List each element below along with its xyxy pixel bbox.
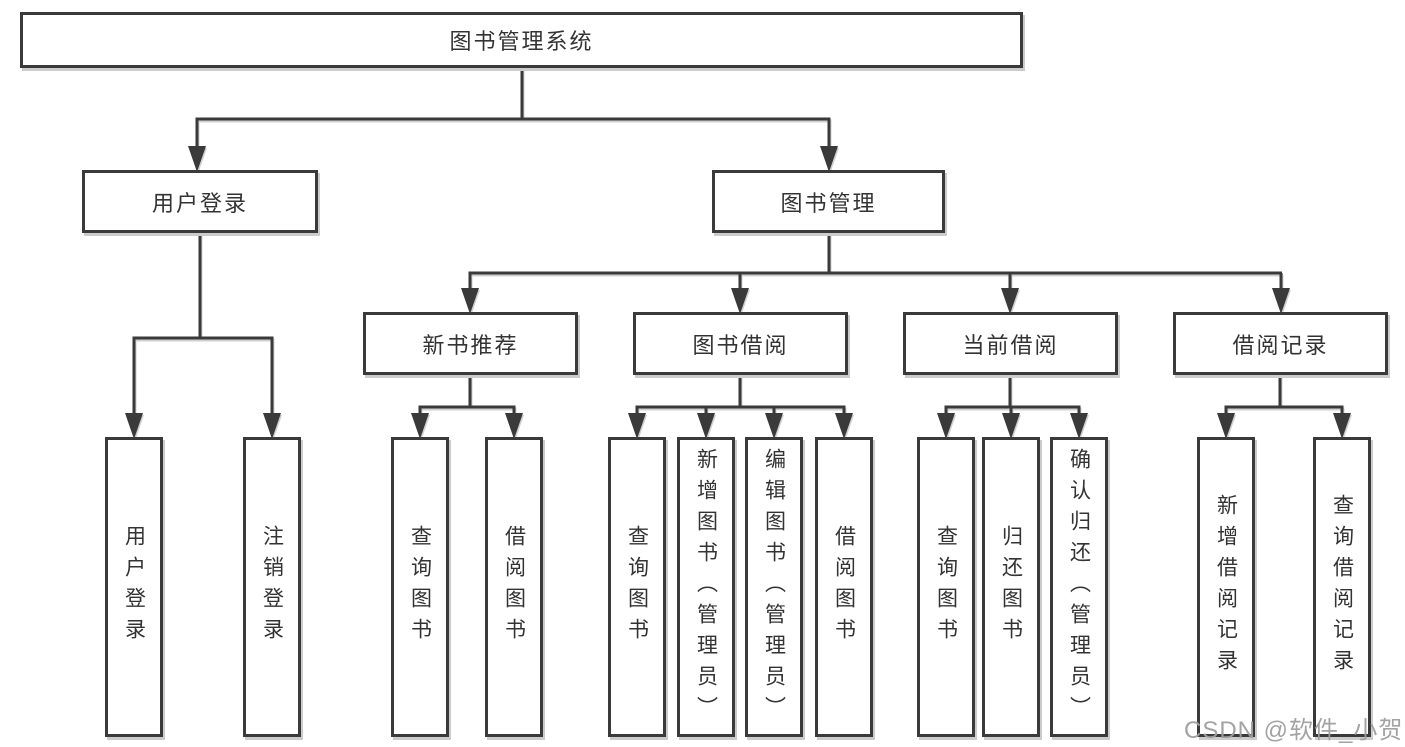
node-library-management-system: 图书管理系统: [20, 12, 1023, 68]
leaf-confirm-return-admin: 确认归还（管理员）: [1050, 437, 1108, 737]
node-user-login: 用户登录: [82, 170, 318, 233]
node-book-borrowing: 图书借阅: [633, 312, 848, 375]
leaf-borrow-books-recommend: 借阅图书: [485, 437, 543, 737]
leaf-add-book-admin-label: 新增图书（管理员）: [694, 447, 718, 727]
leaf-query-books-current: 查询图书: [917, 437, 975, 737]
leaf-add-borrow-record-label: 新增借阅记录: [1214, 494, 1238, 680]
leaf-query-borrow-record-label: 查询借阅记录: [1330, 494, 1354, 680]
leaf-logout-label: 注销登录: [260, 525, 284, 649]
node-new-book-recommendation: 新书推荐: [363, 312, 578, 375]
csdn-watermark: CSDN @软件_小贺同学: [1184, 717, 1405, 744]
leaf-user-login-label: 用户登录: [122, 525, 146, 649]
leaf-query-books-recommend-label: 查询图书: [408, 525, 432, 649]
node-book-management: 图书管理: [712, 170, 945, 233]
leaf-user-login: 用户登录: [105, 437, 163, 737]
node-borrowing-records-label: 借阅记录: [1232, 332, 1329, 358]
leaf-query-books-recommend: 查询图书: [391, 437, 449, 737]
node-current-borrowing: 当前借阅: [903, 312, 1118, 375]
node-borrowing-records: 借阅记录: [1173, 312, 1388, 375]
node-book-borrowing-label: 图书借阅: [692, 332, 789, 358]
node-user-login-label: 用户登录: [151, 190, 248, 216]
leaf-return-books: 归还图书: [982, 437, 1040, 737]
leaf-borrow-books: 借阅图书: [815, 437, 873, 737]
node-book-management-label: 图书管理: [780, 190, 877, 216]
leaf-return-books-label: 归还图书: [999, 525, 1023, 649]
leaf-edit-book-admin: 编辑图书（管理员）: [745, 437, 803, 737]
leaf-add-borrow-record: 新增借阅记录: [1197, 437, 1255, 737]
leaf-borrow-books-label: 借阅图书: [832, 525, 856, 649]
leaf-edit-book-admin-label: 编辑图书（管理员）: [762, 447, 786, 727]
leaf-query-books-borrow-label: 查询图书: [625, 525, 649, 649]
leaf-borrow-books-recommend-label: 借阅图书: [502, 525, 526, 649]
node-library-management-system-label: 图书管理系统: [449, 29, 594, 54]
leaf-add-book-admin: 新增图书（管理员）: [677, 437, 735, 737]
leaf-logout: 注销登录: [243, 437, 301, 737]
leaf-confirm-return-admin-label: 确认归还（管理员）: [1067, 447, 1091, 727]
arrowheads: [125, 146, 1351, 439]
leaf-query-borrow-record: 查询借阅记录: [1313, 437, 1371, 737]
node-new-book-recommendation-label: 新书推荐: [422, 332, 519, 358]
leaf-query-books-current-label: 查询图书: [934, 525, 958, 649]
leaf-query-books-borrow: 查询图书: [608, 437, 666, 737]
node-current-borrowing-label: 当前借阅: [962, 332, 1059, 358]
